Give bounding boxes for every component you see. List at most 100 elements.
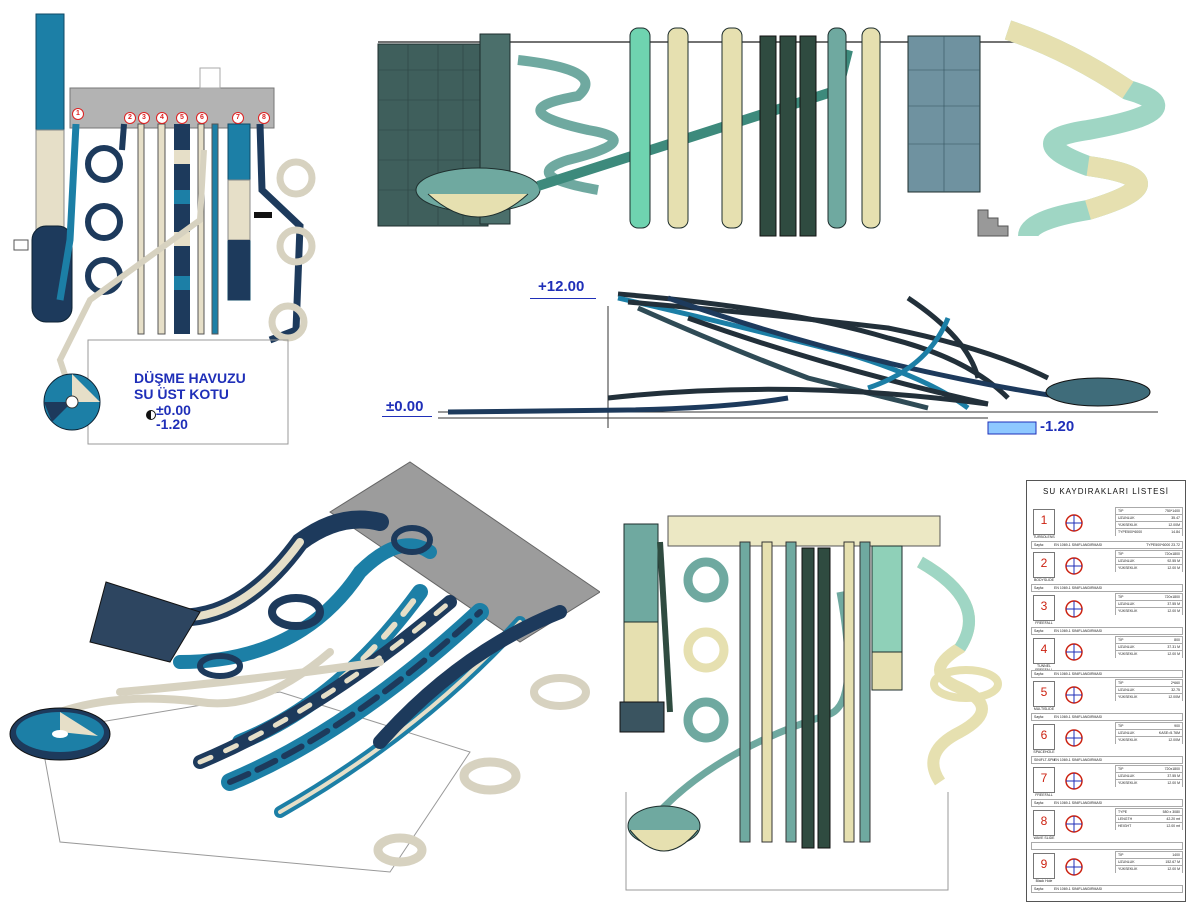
slide-footer-cell: EN 1069-1 SINIFLANDIRMASI bbox=[1054, 801, 1103, 805]
slide-spec-key: UZUNLUK bbox=[1118, 731, 1135, 735]
slide-profile-icon bbox=[1065, 858, 1083, 876]
pool-level-bottom: -1.20 bbox=[156, 416, 188, 432]
slide-spec-key: TİP bbox=[1118, 595, 1124, 599]
section-level-top: +12.00 bbox=[538, 278, 585, 295]
slide-footer-cell: Sayfa: bbox=[1034, 672, 1044, 676]
slide-footer-cell: EN 1069-1 SINIFLANDIRMASI bbox=[1054, 715, 1103, 719]
plan-marker-5: 5 bbox=[176, 112, 188, 124]
slide-footer-row: Sayfa: EN 1069-1 SINIFLANDIRMASI bbox=[1031, 799, 1183, 807]
slide-number: 3 bbox=[1033, 595, 1055, 621]
slide-footer-cell: Sayfa: bbox=[1034, 586, 1044, 590]
slide-type-name: MULTISLIDE bbox=[1033, 707, 1055, 711]
slide-spec-value: 800 bbox=[1174, 638, 1180, 642]
slide-type-name: BODYSLIDE bbox=[1033, 578, 1055, 582]
slide-spec-key: YÜKSEKLİK bbox=[1118, 867, 1138, 871]
slide-footer-cell: Sayfa: bbox=[1034, 543, 1044, 547]
section-slides bbox=[447, 291, 1069, 415]
slide-spec-key: TİP bbox=[1118, 853, 1124, 857]
level-symbol-icon bbox=[146, 410, 156, 420]
front-view-drawing bbox=[619, 515, 1002, 891]
section-bowl bbox=[1045, 377, 1151, 407]
slide-number: 9 bbox=[1033, 853, 1055, 879]
slide-spec-value: 900 bbox=[1174, 724, 1180, 728]
slide-profile-icon bbox=[1065, 514, 1083, 532]
slide-spec-row: UZUNLUK 37.55 M bbox=[1115, 600, 1183, 608]
slide-spec-key: UZUNLUK bbox=[1118, 860, 1135, 864]
slide-spec-key: UZUNLUK bbox=[1118, 688, 1135, 692]
slide-spec-row: UZUNLUK 37.55 M bbox=[1115, 772, 1183, 780]
slide-spec-value: 37.55 M bbox=[1167, 774, 1180, 778]
pool-title-line1: DÜŞME HAVUZU bbox=[134, 370, 246, 386]
slide-spec-key: UZUNLUK bbox=[1118, 602, 1135, 606]
slide-footer-row bbox=[1031, 842, 1183, 850]
slide-footer-cell: EN 1069-1 SINIFLANDIRMASI bbox=[1054, 629, 1103, 633]
isometric-drawing bbox=[9, 461, 600, 873]
section-level-ground-line bbox=[382, 416, 432, 417]
slide-number: 6 bbox=[1033, 724, 1055, 750]
plan-slide-8 bbox=[268, 158, 316, 342]
slide-spec-value: 92.55 M bbox=[1167, 559, 1180, 563]
slide-spec-value: 12.00M bbox=[1168, 523, 1180, 527]
slide-spec-value: 12.00 M bbox=[1167, 781, 1180, 785]
slide-spec-row: UZUNLUK 32.75 bbox=[1115, 686, 1183, 694]
plan-straight-slides bbox=[137, 123, 251, 335]
slide-footer-cell: Sayfa: bbox=[1034, 801, 1044, 805]
slide-number: 5 bbox=[1033, 681, 1055, 707]
slide-spec-key: TİP bbox=[1118, 509, 1124, 513]
plan-marker-8: 8 bbox=[258, 112, 270, 124]
slide-spec-value: 720x1800 bbox=[1164, 767, 1180, 771]
slide-profile-icon bbox=[1065, 815, 1083, 833]
slide-type-name: TURBOLENS bbox=[1033, 535, 1055, 539]
iso-slides bbox=[56, 510, 567, 818]
slide-spec-key: UZUNLUK bbox=[1118, 516, 1135, 520]
slide-footer-row: Sayfa:EN 1069-1 SINIFLANDIRMASI bbox=[1031, 713, 1183, 721]
slide-type-name: SPACEHOLE bbox=[1033, 750, 1055, 754]
slide-footer-cell: EN 1069-1 SINIFLANDIRMASI bbox=[1054, 543, 1103, 547]
slide-spec-key: TYPE500*6000 bbox=[1118, 530, 1143, 534]
section-level-ground: ±0.00 bbox=[386, 398, 424, 415]
plan-marker-1: 1 bbox=[72, 108, 84, 120]
slide-profile-icon bbox=[1065, 686, 1083, 704]
pool-title-line2: SU ÜST KOTU bbox=[134, 386, 229, 402]
slide-number: 2 bbox=[1033, 552, 1055, 578]
front-view-panel bbox=[600, 452, 1020, 910]
slide-profile-icon bbox=[1065, 557, 1083, 575]
slide-spec-value: 2*660 bbox=[1170, 681, 1180, 685]
elev-vertical-tubes bbox=[629, 27, 881, 237]
slide-type-name: FREEFALL bbox=[1035, 621, 1053, 625]
slide-spec-value: 37.55 M bbox=[1167, 602, 1180, 606]
plan-bowl bbox=[43, 373, 101, 431]
front-vertical-tubes bbox=[739, 541, 871, 849]
plan-platform bbox=[69, 87, 275, 129]
slide-footer-row: Sayfa:EN 1069-1 SINIFLANDIRMASI bbox=[1031, 584, 1183, 592]
front-bowl bbox=[627, 805, 701, 852]
slide-spec-key: TYPE bbox=[1118, 810, 1128, 814]
slide-spec-value: 12.00M bbox=[1168, 695, 1180, 699]
slide-spec-value: 580 x 3080 bbox=[1162, 810, 1180, 814]
pool-level-top: ±0.00 bbox=[156, 402, 191, 418]
slide-spec-key: UZUNLUK bbox=[1118, 645, 1135, 649]
slide-spec-key: YÜKSEKLİK bbox=[1118, 523, 1138, 527]
slide-spec-key: UZUNLUK bbox=[1118, 774, 1135, 778]
slide-spec-value: 32.75 bbox=[1171, 688, 1180, 692]
slide-spec-value: 12.00M bbox=[1168, 738, 1180, 742]
plan-marker-2: 2 bbox=[124, 112, 136, 124]
